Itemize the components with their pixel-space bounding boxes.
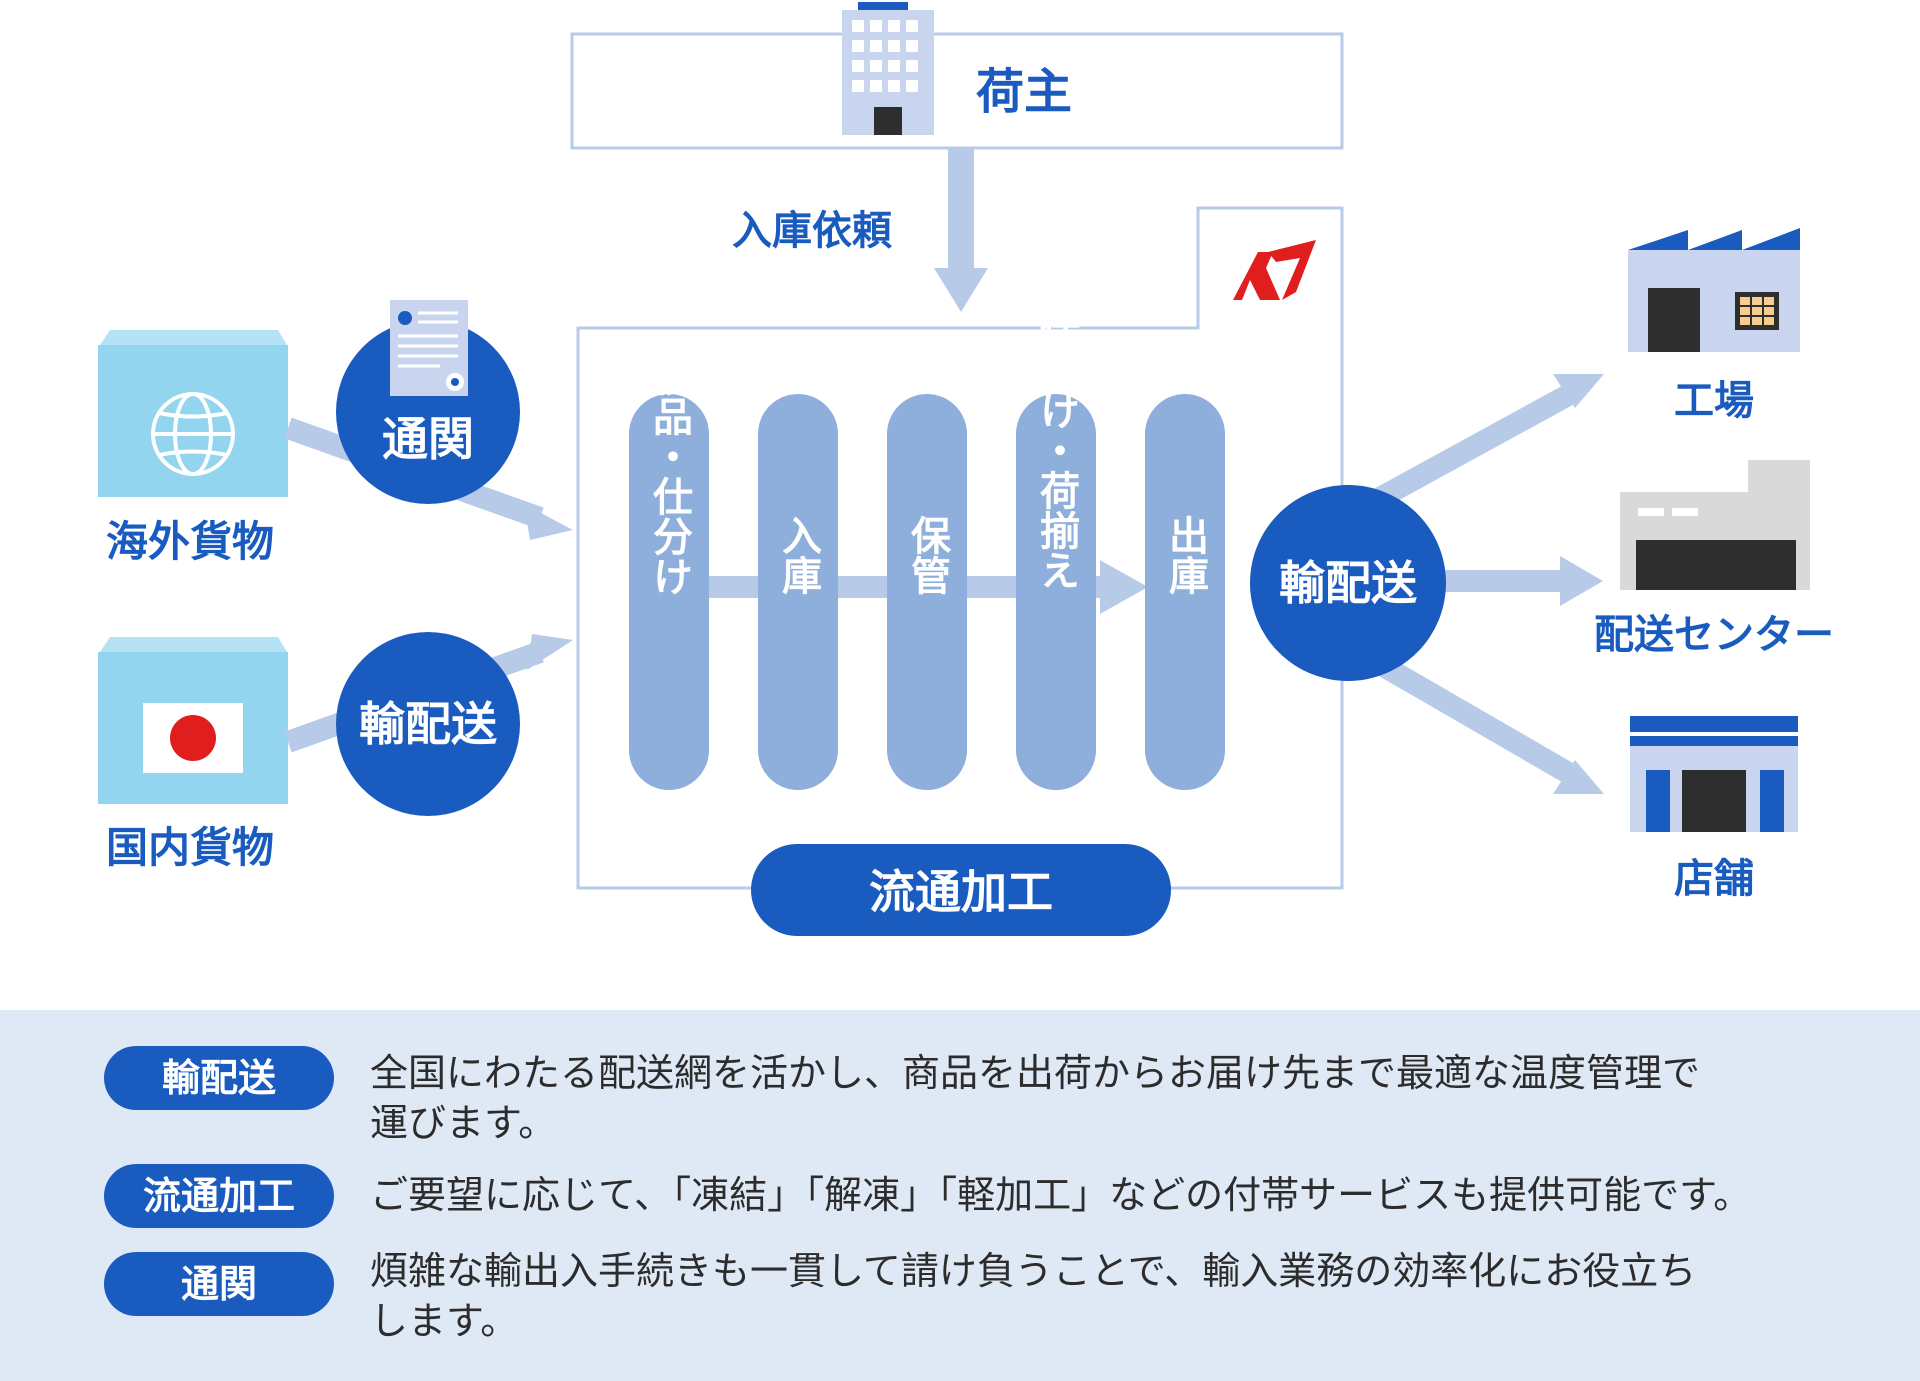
certificate-icon (390, 300, 468, 396)
legend-desc-delivery: 全国にわたる配送網を活かし、商品を出荷からお届け先まで最適な温度管理で 運びます… (370, 1048, 1830, 1148)
company-logo (1233, 240, 1316, 300)
store-icon (1630, 716, 1798, 832)
factory-icon (1628, 228, 1800, 352)
source-label-overseas: 海外貨物 (106, 517, 274, 566)
outbound-arrow-distribution-center (1440, 556, 1603, 606)
warehouse-icon (1620, 460, 1810, 590)
destination-label-store: 店舗 (1674, 856, 1754, 902)
process-step-bar (1016, 394, 1096, 790)
logistics-flow-diagram: 荷主 入庫依頼 海外貨物 国内貨物 (98, 2, 1834, 936)
process-step-shipping: 出庫 (1162, 515, 1209, 595)
customs-service: 通関 (336, 300, 520, 504)
legend-desc-line: します。 (370, 1299, 519, 1343)
outbound-delivery-label: 輸配送 (1279, 556, 1417, 610)
process-step-bar (887, 394, 967, 790)
legend-desc-line: 全国にわたる配送網を活かし、商品を出荷からお届け先まで最適な温度管理で (370, 1051, 1701, 1095)
outbound-arrow-factory (1374, 374, 1604, 508)
outbound-arrow-store (1374, 654, 1604, 794)
legend-desc-line: ご要望に応じて、「凍結」「解凍」「軽加工」などの付帯サービスも提供可能です。 (370, 1173, 1752, 1217)
legend-tag-processing: 流通加工 (104, 1164, 334, 1228)
legend-tag-customs: 通関 (104, 1252, 334, 1316)
source-label-domestic: 国内貨物 (106, 823, 274, 872)
legend-desc-customs: 煩雑な輸出入手続きも一貫して請け負うことで、輸入業務の効率化にお役立ち します。 (370, 1246, 1830, 1346)
legend-tag-delivery: 輸配送 (104, 1046, 334, 1110)
legend-desc-line: 運びます。 (370, 1101, 557, 1145)
shipper-label: 荷主 (976, 64, 1072, 120)
destination-label-factory: 工場 (1674, 378, 1754, 424)
process-steps: 検品・仕分け 入庫 保管 仕分け・荷揃え 出庫 (629, 310, 1225, 790)
overseas-cargo-box (98, 330, 288, 497)
process-step-inspection-sorting: 検品・仕分け (646, 356, 693, 596)
outbound-delivery-service: 輸配送 (1250, 485, 1446, 681)
inbound-delivery-label: 輸配送 (359, 697, 497, 751)
request-arrow (934, 148, 988, 312)
process-step-receiving: 入庫 (775, 515, 822, 595)
legend-desc-line: 煩雑な輸出入手続きも一貫して請け負うことで、輸入業務の効率化にお役立ち (370, 1249, 1697, 1293)
legend-desc-processing: ご要望に応じて、「凍結」「解凍」「軽加工」などの付帯サービスも提供可能です。 (370, 1170, 1830, 1220)
globe-icon (151, 392, 235, 476)
legend-panel: 輸配送 全国にわたる配送網を活かし、商品を出荷からお届け先まで最適な温度管理で … (0, 1010, 1920, 1381)
process-step-picking-assembly: 仕分け・荷揃え (1033, 310, 1080, 590)
japan-flag-icon (143, 703, 243, 773)
process-step-bar (1145, 394, 1225, 790)
process-step-bar (758, 394, 838, 790)
destination-label-distribution-center: 配送センター (1594, 612, 1834, 658)
domestic-cargo-box (98, 637, 288, 804)
inbound-delivery-service: 輸配送 (336, 632, 520, 816)
process-step-bar (629, 394, 709, 790)
processing-pill: 流通加工 (751, 844, 1171, 936)
shipper-box: 荷主 (570, 2, 1344, 150)
customs-label: 通関 (382, 412, 474, 466)
process-step-storage: 保管 (904, 515, 951, 595)
request-label: 入庫依頼 (732, 208, 893, 254)
processing-label: 流通加工 (869, 865, 1053, 919)
office-building-icon (842, 2, 934, 135)
